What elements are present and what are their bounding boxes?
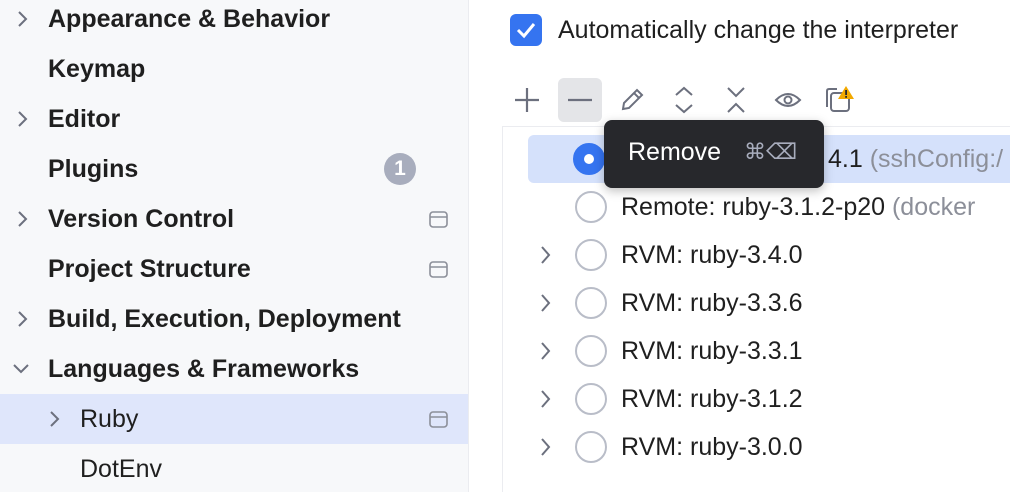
interpreter-label: RVM: ruby-3.0.0: [621, 432, 803, 461]
chevron-right-icon[interactable]: [535, 244, 557, 266]
chevron-right-icon[interactable]: [535, 340, 557, 362]
sidebar-item-label: Editor: [48, 104, 121, 133]
interpreter-radio[interactable]: [575, 287, 607, 319]
keyboard-shortcut: ⌘⌫: [744, 140, 798, 165]
interpreter-label: Remote: ruby-3.1.2-p20 (docker: [621, 192, 976, 221]
sidebar-item-build-execution-deployment[interactable]: Build, Execution, Deployment: [0, 294, 468, 344]
interpreter-row[interactable]: Remote: ruby-3.1.2-p20 (docker: [503, 183, 1010, 231]
chevron-right-icon[interactable]: [44, 408, 66, 430]
sidebar-item-keymap[interactable]: Keymap: [0, 44, 468, 94]
sidebar-item-label: Appearance & Behavior: [48, 4, 331, 33]
interpreter-label: RVM: ruby-3.3.6: [621, 288, 803, 317]
plugins-update-badge: 1: [384, 153, 416, 185]
project-level-icon: [429, 210, 448, 228]
remove-interpreter-button[interactable]: [558, 78, 602, 122]
collapse-all-button[interactable]: [714, 78, 758, 122]
interpreter-row[interactable]: RVM: ruby-3.1.2: [503, 375, 1010, 423]
project-level-icon: [429, 410, 448, 428]
interpreter-label: RVM: ruby-3.3.1: [621, 336, 803, 365]
chevron-right-icon[interactable]: [535, 436, 557, 458]
interpreter-row[interactable]: RVM: ruby-3.4.0: [503, 231, 1010, 279]
interpreter-row[interactable]: RVM: ruby-3.3.1: [503, 327, 1010, 375]
checkmark-icon: [516, 23, 536, 39]
interpreter-radio[interactable]: [575, 335, 607, 367]
sidebar-item-plugins[interactable]: Plugins 1: [0, 144, 468, 194]
interpreter-radio[interactable]: [575, 383, 607, 415]
auto-change-interpreter-label[interactable]: Automatically change the interpreter: [558, 16, 959, 44]
auto-change-interpreter-checkbox[interactable]: [510, 14, 542, 46]
pencil-icon: [621, 88, 644, 111]
interpreter-label: 4.1 (sshConfig:/: [828, 144, 1004, 173]
sidebar-item-editor[interactable]: Editor: [0, 94, 468, 144]
interpreter-radio[interactable]: [575, 239, 607, 271]
interpreter-row[interactable]: RVM: ruby-3.3.6: [503, 279, 1010, 327]
add-interpreter-button[interactable]: [505, 78, 549, 122]
sidebar-item-label: DotEnv: [80, 454, 162, 483]
sidebar-item-version-control[interactable]: Version Control: [0, 194, 468, 244]
interpreter-row[interactable]: RVM: ruby-3.0.0: [503, 423, 1010, 471]
project-level-icon: [429, 260, 448, 278]
sidebar-item-label: Plugins: [48, 154, 139, 183]
chevron-down-icon[interactable]: [10, 358, 32, 380]
expand-all-icon: [675, 86, 693, 114]
sidebar-item-ruby[interactable]: Ruby: [0, 394, 468, 444]
sidebar-item-label: Keymap: [48, 54, 146, 83]
interpreter-label: RVM: ruby-3.1.2: [621, 384, 803, 413]
sidebar-item-project-structure[interactable]: Project Structure: [0, 244, 468, 294]
interpreter-radio[interactable]: [575, 191, 607, 223]
interpreter-label: RVM: ruby-3.4.0: [621, 240, 803, 269]
eye-icon: [774, 93, 802, 107]
edit-interpreter-button[interactable]: [610, 78, 654, 122]
sidebar-item-label: Version Control: [48, 204, 235, 233]
sidebar-item-languages-frameworks[interactable]: Languages & Frameworks: [0, 344, 468, 394]
chevron-right-icon[interactable]: [535, 292, 557, 314]
copy-warning-icon: [826, 86, 854, 112]
chevron-right-icon[interactable]: [535, 388, 557, 410]
expand-all-button[interactable]: [662, 78, 706, 122]
sidebar-item-label: Ruby: [80, 404, 139, 433]
show-details-button[interactable]: [766, 78, 810, 122]
sidebar-item-label: Build, Execution, Deployment: [48, 304, 401, 333]
chevron-right-icon[interactable]: [12, 308, 34, 330]
ruby-interpreters-panel: Automatically change the interpreter 4.1…: [470, 0, 1010, 492]
plus-icon: [515, 88, 539, 112]
settings-sidebar: Appearance & Behavior Keymap Editor Plug…: [0, 0, 469, 492]
sidebar-item-label: Languages & Frameworks: [48, 354, 360, 383]
collapse-all-icon: [727, 87, 745, 113]
chevron-right-icon[interactable]: [12, 8, 34, 30]
tooltip-text: Remove: [628, 138, 722, 166]
copy-sdk-button[interactable]: [818, 78, 862, 122]
chevron-right-icon[interactable]: [12, 208, 34, 230]
sidebar-item-label: Project Structure: [48, 254, 251, 283]
chevron-right-icon[interactable]: [12, 108, 34, 130]
sidebar-item-dotenv[interactable]: DotEnv: [0, 444, 468, 492]
remove-tooltip: Remove ⌘⌫: [604, 120, 824, 188]
interpreter-radio[interactable]: [575, 431, 607, 463]
minus-icon: [568, 98, 592, 102]
interpreter-radio[interactable]: [573, 143, 605, 175]
sidebar-item-appearance-behavior[interactable]: Appearance & Behavior: [0, 0, 468, 44]
